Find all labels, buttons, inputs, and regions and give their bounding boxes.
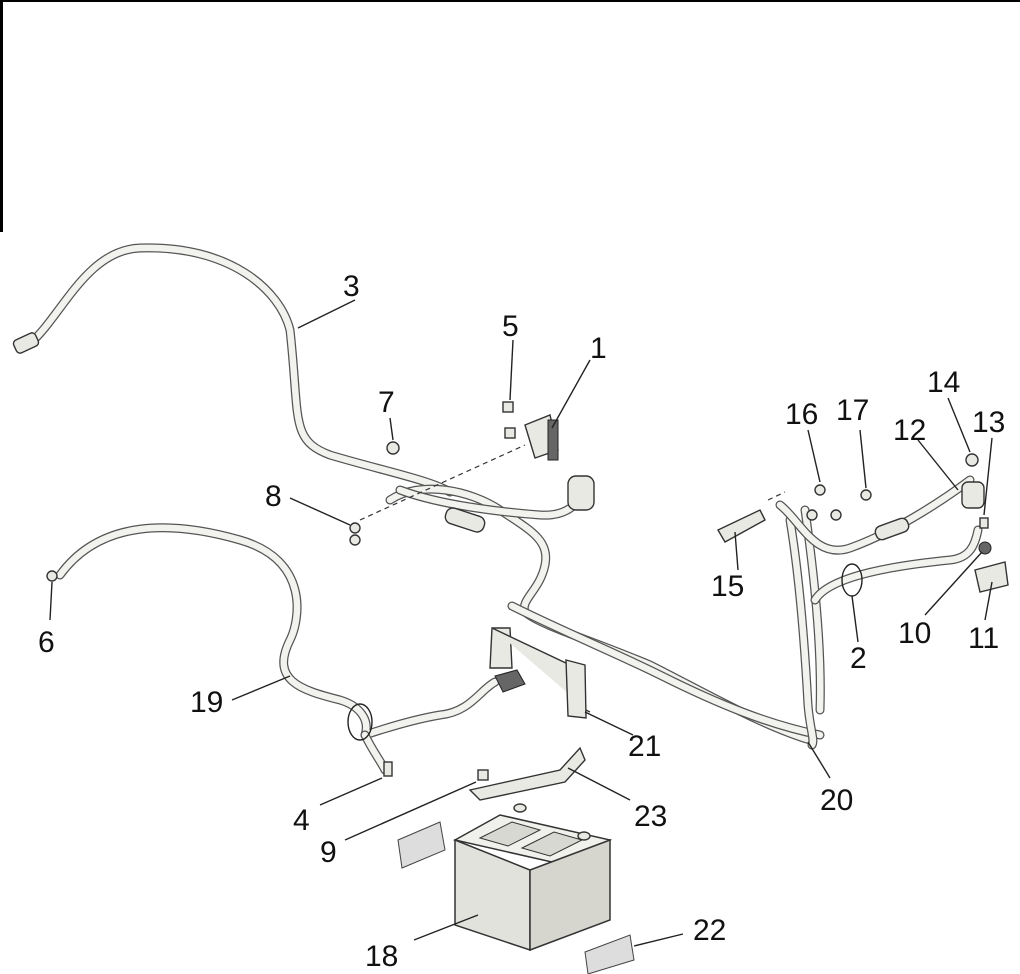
callout-4: 4 bbox=[293, 804, 310, 837]
callout-22: 22 bbox=[693, 914, 726, 947]
callout-17: 17 bbox=[836, 394, 869, 427]
battery-18 bbox=[452, 803, 613, 952]
bracket-21 bbox=[489, 627, 591, 719]
callout-11: 11 bbox=[968, 622, 999, 655]
callout-1: 1 bbox=[590, 332, 607, 365]
wiring-harness-main bbox=[385, 475, 825, 745]
callout-10: 10 bbox=[898, 617, 931, 650]
callout-6: 6 bbox=[38, 626, 55, 659]
callout-19: 19 bbox=[190, 686, 223, 719]
clip-loop-19 bbox=[347, 703, 373, 741]
plate-15 bbox=[717, 509, 766, 543]
callout-21: 21 bbox=[628, 730, 661, 763]
bracket-11 bbox=[974, 561, 1009, 593]
alignment-line-relay bbox=[359, 444, 526, 521]
cable-20-and-2 bbox=[785, 505, 983, 750]
callout-2: 2 bbox=[850, 642, 867, 675]
negative-cable-19 bbox=[55, 523, 526, 775]
strap-23 bbox=[468, 746, 586, 801]
positive-cable-3 bbox=[12, 243, 455, 497]
callout-8: 8 bbox=[265, 480, 282, 513]
callout-3: 3 bbox=[343, 270, 360, 303]
header-frame bbox=[0, 0, 1020, 232]
callout-5: 5 bbox=[502, 310, 519, 343]
pad-22-right bbox=[584, 934, 635, 974]
callout-14: 14 bbox=[927, 366, 960, 399]
callout-15: 15 bbox=[711, 570, 744, 603]
cable-12 bbox=[775, 475, 985, 555]
callout-23: 23 bbox=[634, 800, 667, 833]
leader-lines bbox=[49, 299, 993, 947]
callout-7: 7 bbox=[378, 386, 395, 419]
callout-numbers: 1 2 3 4 5 6 7 8 9 10 11 12 13 14 15 16 1… bbox=[38, 270, 1005, 973]
callout-12: 12 bbox=[893, 414, 926, 447]
relay-1 bbox=[524, 414, 559, 461]
alignment-line-16 bbox=[767, 491, 786, 501]
callout-13: 13 bbox=[972, 406, 1005, 439]
callout-16: 16 bbox=[785, 398, 818, 431]
callout-18: 18 bbox=[365, 940, 398, 973]
callout-20: 20 bbox=[820, 784, 853, 817]
fasteners bbox=[46, 401, 992, 781]
callout-9: 9 bbox=[320, 836, 337, 869]
pad-22-left bbox=[397, 821, 446, 869]
